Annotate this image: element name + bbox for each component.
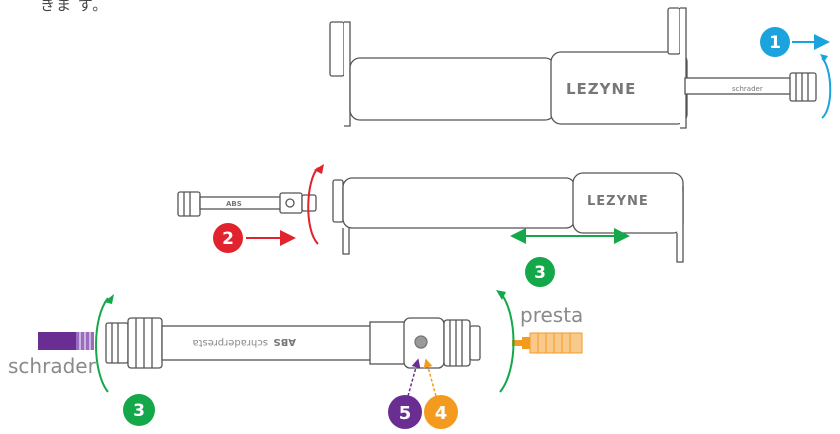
step-3-badge-right <box>525 257 555 287</box>
hose-detail-collar <box>369 321 411 365</box>
hose-detail <box>105 317 481 369</box>
step-1-rotate-arrow <box>821 57 832 119</box>
brand-logo-top: LEZYNE <box>566 80 636 98</box>
hose-detail-nut-left <box>105 322 129 364</box>
hose-label-middle: ABS <box>226 200 242 208</box>
step-2-number: 2 <box>222 229 234 249</box>
pump-top-handle-left-tab <box>329 21 345 77</box>
pump-middle-chuck-left <box>177 191 201 217</box>
step-3-rotate-arrow-right <box>499 291 515 393</box>
step-5-pointer <box>407 358 421 397</box>
step-1-badge <box>760 27 790 57</box>
step-1-number: 1 <box>769 33 781 53</box>
pump-top-chuck <box>789 72 817 102</box>
brand-logo-middle: LEZYNE <box>587 194 649 209</box>
pump-middle-handle-right <box>676 186 684 263</box>
pump-top <box>329 7 817 129</box>
step-5-badge <box>388 395 422 429</box>
hose-detail-label-schraderpresta: schraderpresta <box>192 337 268 348</box>
pump-top-handle-left <box>344 21 351 127</box>
step-3-number-right: 3 <box>534 263 546 283</box>
step-3-badge-left <box>123 394 155 426</box>
step-4-pointer <box>423 358 437 397</box>
step-2-rotate-arrow <box>307 167 319 245</box>
pump-middle-barrel <box>342 177 576 229</box>
hose-label-top: schrader <box>732 85 763 93</box>
step-4-badge <box>424 395 458 429</box>
pump-middle <box>177 172 684 263</box>
presta-valve <box>512 332 583 354</box>
step-2-badge <box>213 223 243 253</box>
header-text: きま す。 <box>40 0 109 14</box>
pump-top-handle-right-tab <box>667 7 681 55</box>
hose-detail-label-abs: ABS <box>273 336 296 347</box>
pump-top-barrel <box>349 57 556 121</box>
hose-detail-chuck-right <box>443 319 471 367</box>
pump-middle-handle-left-tab <box>332 179 344 223</box>
step-4-number: 4 <box>435 403 448 424</box>
step-5-number: 5 <box>399 403 412 424</box>
step-3-rotate-arrow-left <box>95 297 109 393</box>
schrader-valve <box>38 332 94 350</box>
presta-label: presta <box>520 303 583 327</box>
hose-detail-chuck-left <box>127 317 163 369</box>
step-3-number-left: 3 <box>133 401 145 421</box>
schrader-label: schrader <box>8 354 97 378</box>
pump-top-handle-right <box>680 7 687 129</box>
